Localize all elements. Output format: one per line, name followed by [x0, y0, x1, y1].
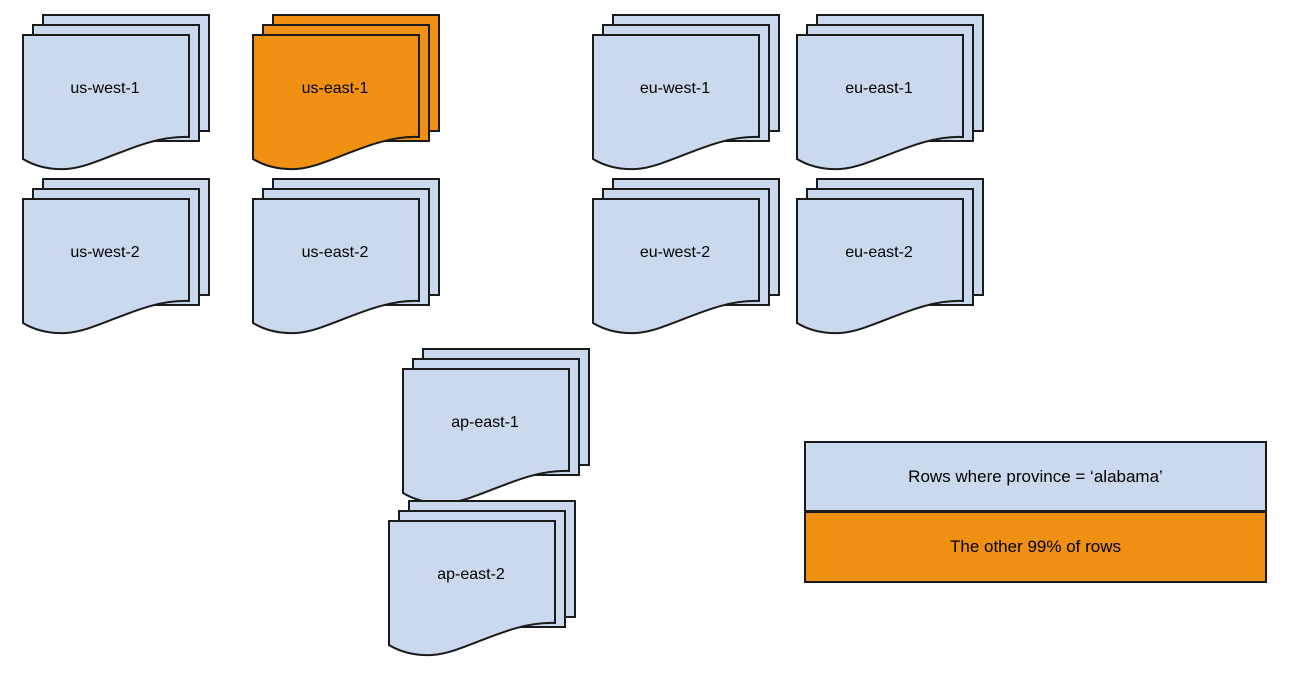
stack-graphic: [796, 14, 984, 171]
stack-front-sheet: [796, 198, 964, 335]
region-stack-us-east-1[interactable]: us-east-1: [252, 14, 440, 171]
stack-graphic: [402, 348, 590, 505]
stack-front-sheet: [388, 520, 556, 657]
legend-row-alabama-rows: Rows where province = ‘alabama’: [804, 441, 1267, 512]
stack-graphic: [252, 178, 440, 335]
stack-front-sheet: [402, 368, 570, 505]
legend-row-other-rows: The other 99% of rows: [804, 512, 1267, 583]
stack-front-sheet: [22, 34, 190, 171]
stack-graphic: [796, 178, 984, 335]
stack-graphic: [592, 14, 780, 171]
stack-front-sheet: [22, 198, 190, 335]
stack-front-sheet: [252, 198, 420, 335]
region-stack-eu-west-1[interactable]: eu-west-1: [592, 14, 780, 171]
stack-graphic: [22, 178, 210, 335]
region-stack-eu-west-2[interactable]: eu-west-2: [592, 178, 780, 335]
region-stack-us-west-1[interactable]: us-west-1: [22, 14, 210, 171]
stack-graphic: [252, 14, 440, 171]
region-stack-eu-east-2[interactable]: eu-east-2: [796, 178, 984, 335]
stack-graphic: [22, 14, 210, 171]
stack-graphic: [592, 178, 780, 335]
region-stack-ap-east-1[interactable]: ap-east-1: [402, 348, 590, 505]
region-stack-eu-east-1[interactable]: eu-east-1: [796, 14, 984, 171]
stack-front-sheet: [796, 34, 964, 171]
stack-front-sheet: [592, 198, 760, 335]
region-stack-ap-east-2[interactable]: ap-east-2: [388, 500, 576, 657]
region-stack-us-west-2[interactable]: us-west-2: [22, 178, 210, 335]
region-stack-us-east-2[interactable]: us-east-2: [252, 178, 440, 335]
stack-front-sheet: [592, 34, 760, 171]
stack-graphic: [388, 500, 576, 657]
legend-label: The other 99% of rows: [949, 537, 1122, 556]
stack-front-sheet: [252, 34, 420, 171]
legend-label: Rows where province = ‘alabama’: [908, 466, 1163, 486]
legend: Rows where province = ‘alabama’ The other…: [804, 441, 1267, 583]
